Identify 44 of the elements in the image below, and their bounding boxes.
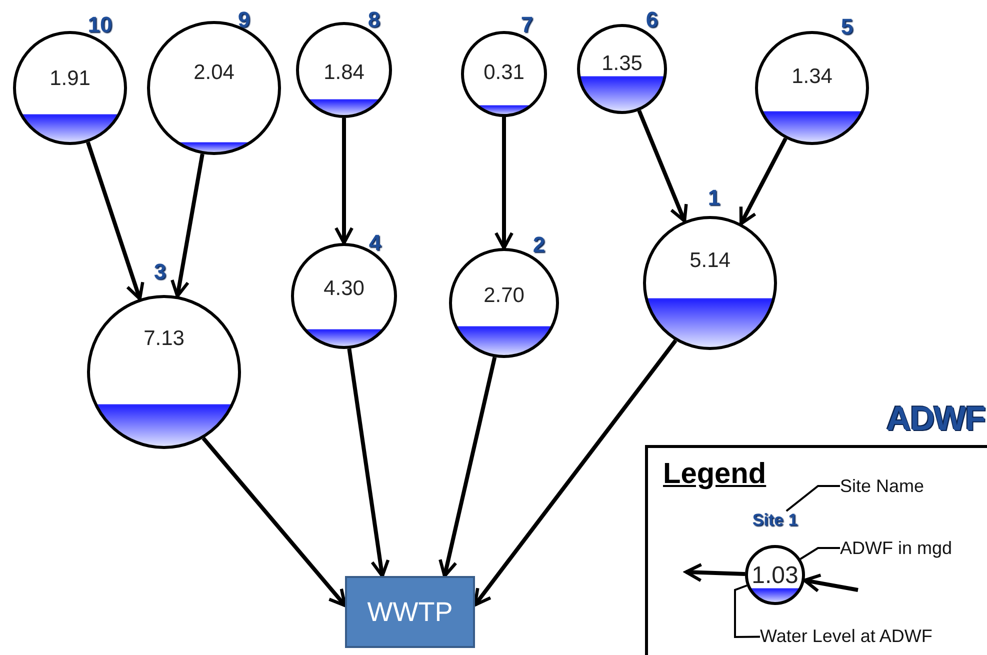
- flow-arrow: [684, 562, 746, 582]
- diagram-title: ADWF: [886, 402, 985, 436]
- callout-label: Site Name: [840, 477, 924, 495]
- flow-arrow: [86, 141, 144, 300]
- flow-arrow: [334, 118, 354, 245]
- site-number: 2: [532, 234, 546, 256]
- treatment-plant-box: WWTP: [345, 576, 475, 648]
- leader-line: [800, 547, 840, 560]
- flow-arrow: [739, 138, 788, 226]
- flow-value: 7.13: [144, 328, 184, 348]
- flow-value: 1.34: [792, 66, 832, 86]
- site-number: 9: [238, 9, 250, 31]
- flow-arrow: [494, 117, 514, 250]
- flow-value: 2.70: [484, 284, 524, 306]
- flow-value: 5.14: [690, 250, 730, 270]
- site-number: 6: [646, 9, 658, 31]
- site-number: 4: [368, 232, 382, 254]
- site-number: Site 1: [752, 512, 798, 528]
- flow-arrow: [438, 356, 497, 578]
- flow-arrow: [170, 154, 204, 298]
- legend-box: [645, 445, 987, 655]
- flow-value: 0.31: [484, 62, 524, 82]
- flow-value: 2.04: [194, 62, 234, 82]
- flow-value: 1.84: [324, 62, 364, 82]
- site-number: 1: [708, 187, 720, 209]
- site-number: 7: [520, 14, 534, 36]
- leader-line: [734, 584, 760, 638]
- site-number: 10: [88, 14, 112, 36]
- flow-arrow: [637, 110, 688, 223]
- flow-value: 1.35: [602, 52, 642, 74]
- flow-value: 4.30: [324, 278, 364, 298]
- site-number: 5: [840, 16, 854, 38]
- callout-label: ADWF in mgd: [840, 539, 952, 557]
- flow-value: 1.91: [50, 68, 90, 88]
- flow-arrow: [802, 574, 858, 592]
- legend-heading: Legend: [663, 460, 766, 489]
- flow-value: 1.03: [752, 564, 798, 588]
- flow-arrow: [473, 339, 678, 606]
- flow-arrow: [347, 348, 390, 578]
- site-number: 3: [154, 261, 166, 283]
- flow-arrow: [202, 436, 347, 608]
- callout-label: Water Level at ADWF: [760, 627, 932, 645]
- leader-line: [786, 485, 840, 512]
- site-number: 8: [368, 9, 380, 31]
